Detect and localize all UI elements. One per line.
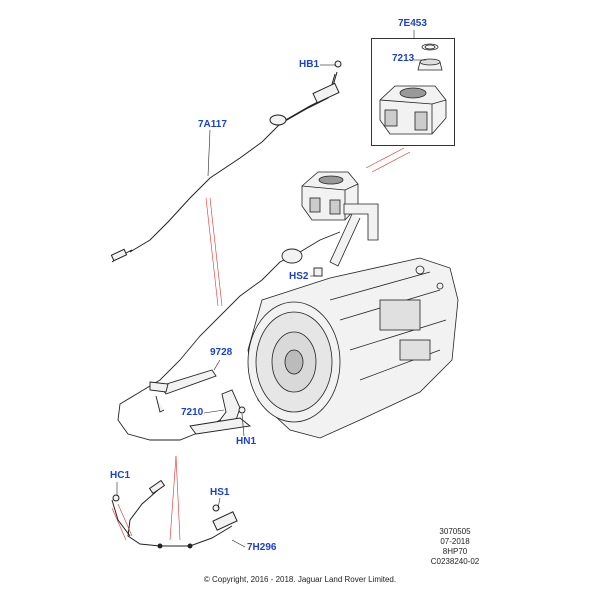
diagram-date: 07-2018 <box>440 537 470 546</box>
callout-7210[interactable]: 7210 <box>181 407 204 418</box>
diagram-model: 8HP70 <box>442 547 468 556</box>
diagram-code: C0238240-02 <box>430 557 480 566</box>
callout-HB1[interactable]: HB1 <box>299 59 320 70</box>
bracket-9728 <box>149 369 217 413</box>
diagram-ref: 3070505 <box>439 527 471 536</box>
wiring-harness <box>117 231 341 441</box>
callout-HS1[interactable]: HS1 <box>210 487 230 498</box>
selector-knob-inset-frame <box>371 38 455 146</box>
callout-HC1[interactable]: HC1 <box>110 470 131 481</box>
callout-HN1[interactable]: HN1 <box>236 436 257 447</box>
diagram-metadata: 3070505 07-2018 8HP70 C0238240-02 <box>425 527 485 567</box>
callout-7A117[interactable]: 7A117 <box>198 119 227 130</box>
cable-7A117 <box>110 60 342 263</box>
selector-knob-assembly-inset <box>379 43 447 135</box>
cable-7H296 <box>111 479 238 549</box>
callout-leader-lines <box>116 30 426 548</box>
gear-selector-unit <box>301 171 379 267</box>
callout-7213[interactable]: 7213 <box>392 53 415 64</box>
transmission-8HP70 <box>247 257 459 439</box>
callout-7E453[interactable]: 7E453 <box>398 18 427 29</box>
callout-9728[interactable]: 9728 <box>210 347 233 358</box>
callout-7H296[interactable]: 7H296 <box>247 542 277 553</box>
callout-HS2[interactable]: HS2 <box>289 271 309 282</box>
red-leader-lines <box>111 147 411 541</box>
lever-7210 <box>189 389 252 435</box>
copyright-notice: © Copyright, 2016 - 2018. Jaguar Land Ro… <box>203 575 397 584</box>
